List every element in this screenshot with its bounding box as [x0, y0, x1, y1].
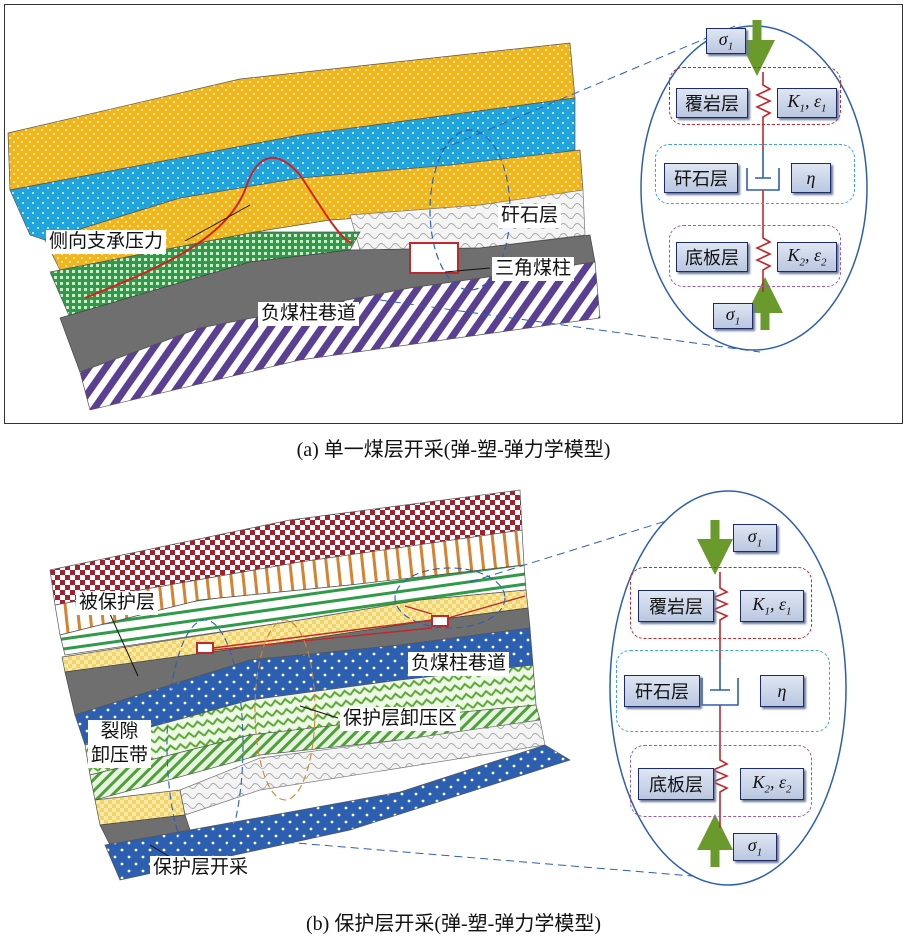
caption-a: (a) 单一煤层开采(弹-塑-弹力学模型) — [0, 433, 907, 462]
label-gangue-layer: 矸石层 — [498, 204, 561, 228]
overburden-box-a: 覆岩层 — [676, 88, 748, 118]
label-lateral-pressure: 侧向支承压力 — [46, 230, 166, 254]
k2-box-a: K2, ε2 — [777, 242, 837, 272]
sigma-top-box-a: σ1 — [706, 28, 746, 54]
panel-b-strata — [50, 490, 570, 880]
label-mining: 保护层开采 — [150, 856, 251, 880]
floor-box-a: 底板层 — [676, 242, 748, 272]
label-roadway-b: 负煤柱巷道 — [408, 652, 509, 676]
sigma-bottom-box-a: σ1 — [713, 303, 753, 329]
label-triangle-coal-pillar: 三角煤柱 — [492, 257, 574, 281]
gangue-box-a: 矸石层 — [664, 163, 738, 193]
label-fracture-zone: 裂隙 卸压带 — [88, 720, 151, 768]
caption-b: (b) 保护层开采(弹-塑-弹力学模型) — [0, 907, 907, 936]
overburden-box-b: 覆岩层 — [638, 590, 714, 622]
roadway-opening — [410, 243, 458, 273]
k1-box-a: K1, ε1 — [777, 88, 837, 118]
fracture-line-2: 卸压带 — [91, 744, 148, 768]
label-protected-layer: 被保护层 — [76, 591, 158, 615]
gangue-box-b: 矸石层 — [624, 675, 700, 707]
fracture-line-1: 裂隙 — [91, 720, 148, 744]
eta-box-a: η — [791, 163, 831, 193]
k1-box-b: K1, ε1 — [740, 590, 804, 622]
roadway-opening-b2 — [432, 616, 448, 626]
roadway-opening-b1 — [197, 643, 213, 653]
label-relief-zone: 保护层卸压区 — [340, 707, 460, 731]
sigma-bottom-box-b: σ1 — [733, 833, 777, 861]
label-roadway-a: 负煤柱巷道 — [258, 302, 359, 326]
sigma-top-box-b: σ1 — [733, 524, 777, 552]
k2-box-b: K2, ε2 — [740, 768, 804, 800]
eta-box-b: η — [760, 675, 804, 707]
floor-box-b: 底板层 — [638, 768, 714, 800]
